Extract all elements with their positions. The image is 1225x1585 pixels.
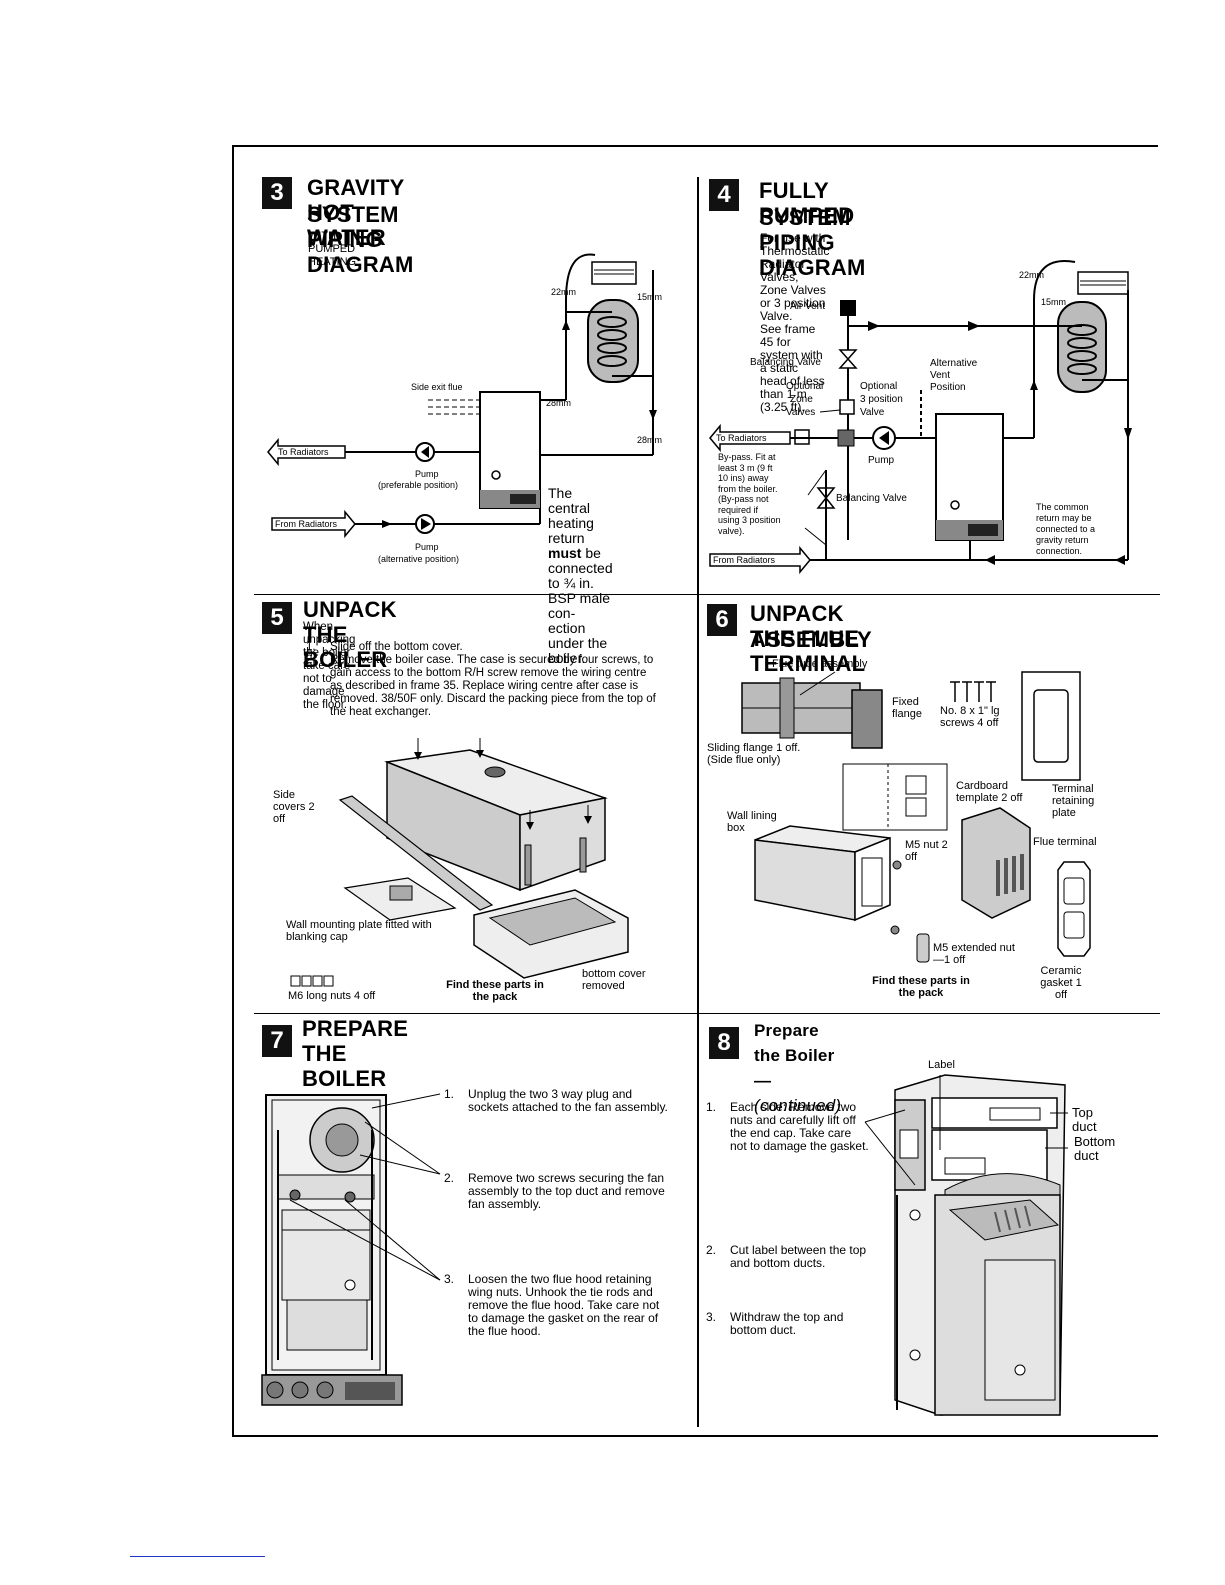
label-28mm-return: 28mm: [637, 435, 663, 445]
step-1: 1.Each side: Remove two nuts and careful…: [706, 1100, 869, 1153]
page-frame: [232, 145, 1160, 1437]
label-balancing-valve-top: Balancing Valve: [750, 357, 821, 368]
panel-intro: When unpacking the boiler take care not …: [303, 621, 356, 711]
label-screws: No. 8 x 1" lg screws 4 off: [940, 705, 1000, 729]
label-bottom-duct: Bottom duct: [1074, 1134, 1116, 1163]
label-pump-2-position: (alternative position): [378, 554, 460, 564]
panel-title: UNPACK THE BOILER: [303, 597, 397, 672]
label-22mm: 22mm: [1019, 270, 1045, 280]
panel-number: 5: [262, 602, 292, 634]
panel-title-line-2: ASSEMBLY: [750, 627, 872, 652]
label-ceramic-gasket: Ceramic gasket 1 off: [1040, 965, 1082, 1001]
label-terminal-retaining-plate: Terminal retaining plate: [1052, 783, 1095, 819]
label-bypass-note: By-pass. Fit at least 3 m (9 ft 10 ins) …: [718, 452, 781, 536]
label-wall-lining-box: Wall lining box: [727, 810, 777, 834]
label-alternative-vent-position: Alternative Vent Position: [930, 358, 978, 393]
label-optional-3-position-valve: Optional 3 position Valve: [860, 381, 903, 418]
panel-title-line-1: GRAVITY HOT WATER: [307, 175, 405, 250]
label-m5-extended-nut: M5 extended nut—1 off: [933, 942, 1015, 966]
label-balancing-valve-bottom: Balancing Valve: [836, 493, 907, 504]
panel-title-line-1: UNPACK THE FLUE TERMINAL: [750, 601, 866, 676]
label-to-radiators: To Radiators: [716, 433, 767, 443]
label-m6-nuts: M6 long nuts 4 off: [288, 990, 376, 1002]
label-flue-tube: Flue tube assembly: [772, 658, 868, 670]
label-find-parts: Find these parts in the pack: [872, 975, 970, 999]
label-common-return: The common return may be connected to a …: [1036, 502, 1096, 556]
label-flue-terminal: Flue terminal: [1033, 836, 1097, 848]
panel-title-line-1: FULLY PUMPED: [759, 178, 855, 228]
label-pump-1-position: (preferable position): [378, 480, 459, 490]
panel-title: PREPARE THE BOILER: [302, 1016, 409, 1091]
step-3: 3.Withdraw the top and bottom duct.: [706, 1310, 844, 1337]
panel-number: 7: [262, 1025, 292, 1057]
panel-title-line-2: SYSTEM PIPING DIAGRAM: [307, 202, 414, 277]
label-15mm: 15mm: [1041, 297, 1067, 307]
step-3: 3.Loosen the two flue hood retaining win…: [444, 1272, 660, 1338]
label-to-radiators: To Radiators: [278, 447, 329, 457]
label-find-parts: Find these parts in the pack: [446, 979, 544, 1003]
panel-number: 6: [707, 604, 737, 636]
panel-title: Prepare the Boiler—(continued): [754, 1021, 842, 1115]
label-pump-2: Pump: [415, 542, 439, 552]
central-heating-note: The central heating return must be conne…: [548, 485, 613, 666]
label-from-radiators: From Radiators: [275, 519, 338, 529]
step-2: 2.Remove two screws securing the fan ass…: [444, 1171, 665, 1211]
label-28mm-flow: 28mm: [546, 398, 572, 408]
label-from-radiators: From Radiators: [713, 555, 776, 565]
label-fixed-flange: Fixed flange: [892, 696, 922, 720]
label-top-duct: Top duct: [1072, 1105, 1097, 1134]
label-22mm: 22mm: [551, 287, 577, 297]
panel-subtitle: WITH PUMPED HEATING: [308, 230, 357, 268]
panel-title-line-2: SYSTEM PIPING DIAGRAM: [759, 205, 866, 280]
label-pump-1: Pump: [415, 469, 439, 479]
label-optional-zone-valves: Optional Zone Valves: [786, 381, 824, 418]
label-side-exit-flue: Side exit flue: [411, 382, 463, 392]
panel-intro: For use with Thermostatic Radiator Valve…: [760, 231, 830, 414]
label-m5-nut: M5 nut 2 off: [905, 839, 948, 863]
column-divider: [697, 177, 699, 1427]
label-wall-mounting-plate: Wall mounting plate fitted with blanking…: [286, 919, 432, 943]
step-2: 2.Remove the boiler case. The case is se…: [306, 654, 656, 718]
label-label: Label: [928, 1059, 955, 1071]
row-divider-1: [254, 594, 1160, 595]
panel-number: 3: [262, 177, 292, 209]
label-pump: Pump: [868, 455, 895, 466]
panel-number: 4: [709, 179, 739, 211]
step-2: 2.Cut label between the top and bottom d…: [706, 1243, 867, 1270]
label-cardboard-template: Cardboard template 2 off: [956, 780, 1023, 804]
row-divider-2: [254, 1013, 1160, 1014]
panel-number: 8: [709, 1027, 739, 1059]
footer-rule: [130, 1556, 265, 1557]
label-15mm: 15mm: [637, 292, 663, 302]
step-1: 1.Unplug the two 3 way plug and sockets …: [444, 1087, 668, 1114]
label-air-vent: Air Vent: [790, 301, 826, 312]
label-bottom-cover: bottom cover removed: [582, 968, 646, 992]
label-sliding-flange: Sliding flange 1 off. (Side flue only): [707, 742, 801, 766]
label-side-covers: Side covers 2 off: [273, 789, 315, 825]
